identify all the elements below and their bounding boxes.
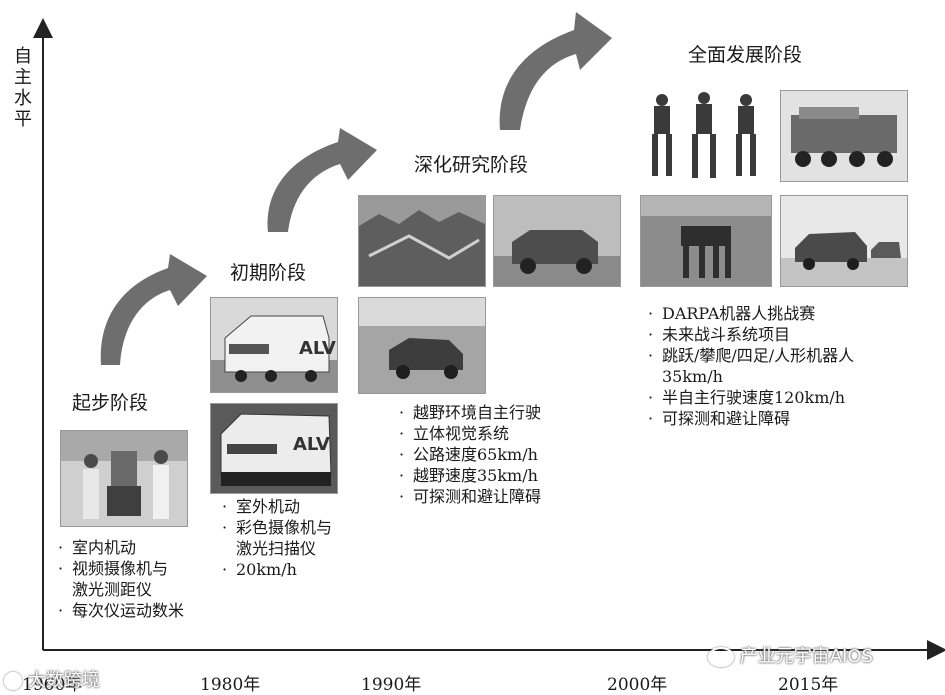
bullet-text: 立体视觉系统	[413, 423, 509, 444]
bullet-text: 激光扫描仪	[236, 538, 316, 559]
progress-arrow-1	[101, 254, 207, 365]
bullet-text: 激光测距仪	[72, 579, 152, 600]
bullet-text: DARPA机器人挑战赛	[662, 303, 815, 324]
wechat-icon	[708, 647, 734, 667]
photo-alv-vehicle-side: ALV	[210, 403, 338, 494]
bullet-text: 20km/h	[236, 559, 297, 580]
stage-bullets-full-development: ·DARPA机器人挑战赛 ·未来战斗系统项目 ·跳跃/攀爬/四足/人形机器人 3…	[648, 303, 854, 429]
progress-arrow-3	[500, 12, 612, 130]
bullet-text: 未来战斗系统项目	[662, 324, 790, 345]
photo-tracked-robot-vehicle	[780, 90, 908, 182]
bullet-text: 可探测和避让障碍	[413, 486, 541, 507]
y-axis-label-char: 平	[14, 109, 32, 130]
stage-title-full-development: 全面发展阶段	[688, 40, 802, 67]
watermark-left: 大数跨境	[4, 666, 100, 692]
bullet-text: 半自主行驶速度120km/h	[662, 387, 845, 408]
watermark-right-text: 产业元宇宙AIOS	[740, 646, 873, 667]
year-label-2000: 2000年	[607, 670, 667, 695]
alv-logo-text: ALV	[293, 434, 330, 455]
photo-quadruped-robot	[640, 195, 772, 287]
watermark-logo-icon	[4, 672, 22, 690]
y-axis-label-char: 自	[14, 46, 32, 67]
bullet-text: 35km/h	[662, 366, 723, 387]
stage-bullets-early: ·室外机动 ·彩色摄像机与 激光扫描仪 ·20km/h	[222, 496, 332, 580]
photo-indoor-robot-lab	[60, 430, 188, 527]
year-label-2015: 2015年	[778, 670, 838, 695]
year-label-1990: 1990年	[361, 670, 421, 695]
y-axis-label: 自 主 水 平	[14, 46, 32, 130]
photo-alv-vehicle-front: ALV	[210, 297, 338, 393]
stage-title-early: 初期阶段	[230, 258, 306, 285]
photo-offroad-vehicle-grass	[358, 297, 486, 394]
photo-offroad-forest	[358, 195, 486, 287]
bullet-text: 可探测和避让障碍	[662, 408, 790, 429]
bullet-text: 每次仪运动数米	[72, 600, 184, 621]
photo-humanoid-robots	[640, 88, 770, 184]
watermark-left-text: 大数跨境	[28, 670, 100, 691]
bullet-text: 越野环境自主行驶	[413, 402, 541, 423]
y-axis-label-char: 水	[14, 88, 32, 109]
bullet-text: 室内机动	[72, 537, 136, 558]
alv-logo-text: ALV	[299, 338, 336, 359]
watermark-right: 产业元宇宙AIOS	[708, 642, 873, 668]
bullet-text: 室外机动	[236, 496, 300, 517]
stage-bullets-deepening: ·越野环境自主行驶 ·立体视觉系统 ·公路速度65km/h ·越野速度35km/…	[399, 402, 541, 507]
photo-military-vehicle	[780, 195, 908, 287]
stage-title-deepening: 深化研究阶段	[414, 150, 528, 177]
photo-offroad-humvee	[493, 195, 621, 287]
bullet-text: 视频摄像机与	[72, 558, 168, 579]
y-axis-label-char: 主	[14, 67, 32, 88]
year-label-1980: 1980年	[200, 670, 260, 695]
bullet-text: 越野速度35km/h	[413, 465, 538, 486]
bullet-text: 彩色摄像机与	[236, 517, 332, 538]
stage-bullets-start: ·室内机动 ·视频摄像机与 激光测距仪 ·每次仪运动数米	[58, 537, 184, 621]
bullet-text: 跳跃/攀爬/四足/人形机器人	[662, 345, 854, 366]
stage-title-start: 起步阶段	[72, 388, 148, 415]
bullet-text: 公路速度65km/h	[413, 444, 538, 465]
